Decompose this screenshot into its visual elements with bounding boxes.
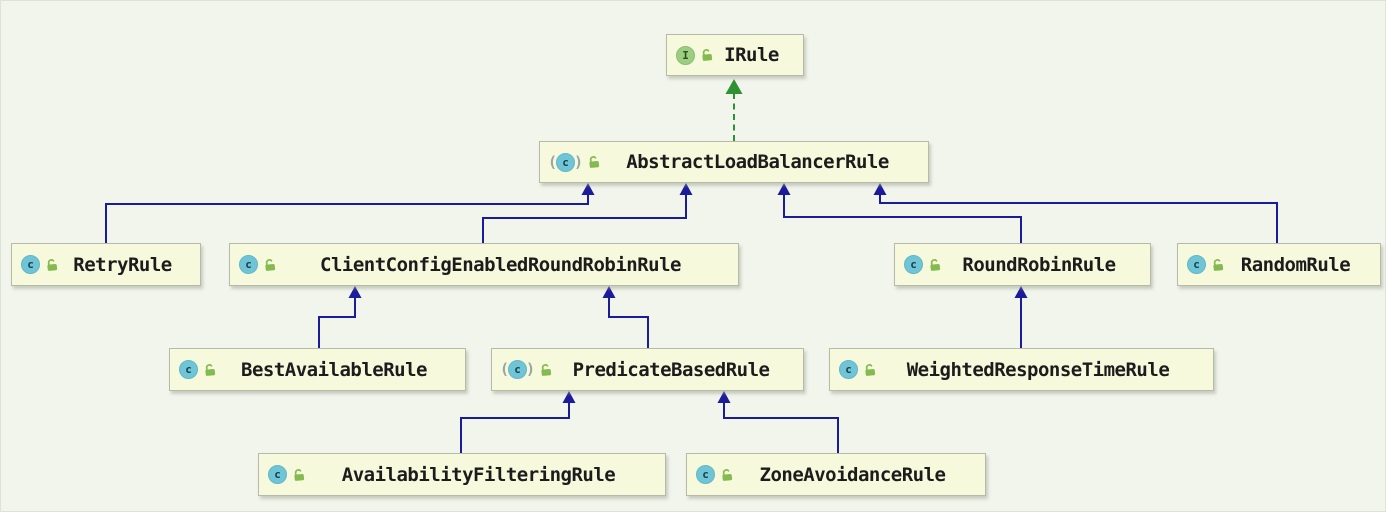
class-node-label: ClientConfigEnabledRoundRobinRule — [320, 253, 682, 276]
interface-icon-circle: I — [676, 45, 695, 65]
class-icon-circle: c — [696, 465, 715, 484]
class-node-label: IRule — [724, 44, 779, 66]
class-node-random-rule[interactable]: c RandomRule — [1177, 243, 1381, 286]
abstract-class-icon-circle: c — [508, 360, 528, 379]
abstract-paren-left: ( — [548, 152, 558, 171]
extends-arrowhead — [777, 183, 791, 195]
class-icon: c — [904, 255, 923, 274]
class-node-retry-rule[interactable]: c RetryRule — [11, 243, 201, 286]
extends-edge-random-rule — [873, 183, 1278, 243]
abstract-class-icon: (c) — [548, 152, 584, 172]
open-lock-icon — [719, 467, 734, 482]
class-node-round-robin-rule[interactable]: c RoundRobinRule — [894, 243, 1151, 286]
class-icon: c — [1187, 255, 1206, 274]
class-node-label: AbstractLoadBalancerRule — [626, 151, 889, 173]
class-icon-circle: c — [21, 255, 40, 274]
class-icon-circle: c — [268, 465, 287, 484]
class-icon: c — [179, 360, 198, 379]
class-node-label: PredicateBasedRule — [572, 358, 770, 381]
abstract-paren-right: ) — [526, 360, 536, 378]
open-lock-icon — [262, 257, 277, 272]
abstract-paren-left: ( — [500, 360, 510, 378]
extends-edge-round-robin-rule — [777, 183, 1022, 243]
class-node-best-available-rule[interactable]: c BestAvailableRule — [169, 348, 466, 391]
class-icon-circle: c — [179, 360, 198, 379]
class-icon: c — [239, 255, 258, 274]
class-node-predicate-based-rule[interactable]: (c) PredicateBasedRule — [491, 348, 804, 391]
abstract-class-icon-circle: c — [556, 152, 576, 172]
class-node-label: AvailabilityFilteringRule — [341, 463, 616, 486]
class-icon-circle: c — [239, 255, 258, 274]
extends-edge-best-available-rule — [318, 286, 362, 348]
open-lock-icon — [1210, 257, 1225, 272]
extends-arrowhead — [602, 286, 616, 298]
open-lock-icon — [699, 47, 714, 62]
interface-icon: I — [676, 45, 695, 65]
extends-arrowhead — [581, 183, 595, 195]
class-icon: c — [696, 465, 715, 484]
implements-edge-abstract-load-balancer-rule — [725, 79, 743, 141]
class-icon: c — [268, 465, 287, 484]
class-node-client-config-enabled-round-robin-rule[interactable]: c ClientConfigEnabledRoundRobinRule — [229, 243, 739, 286]
implements-arrowhead — [725, 79, 743, 94]
extends-edge-availability-filtering-rule — [460, 391, 576, 453]
class-node-weighted-response-time-rule[interactable]: c WeightedResponseTimeRule — [829, 348, 1214, 391]
class-node-irule[interactable]: I IRule — [666, 34, 804, 76]
class-icon: c — [839, 360, 858, 379]
open-lock-icon — [202, 362, 217, 377]
open-lock-icon — [291, 467, 306, 482]
extends-edge-predicate-based-rule — [602, 286, 649, 348]
class-icon-circle: c — [1187, 255, 1206, 274]
class-icon-circle: c — [839, 360, 858, 379]
class-node-label: ZoneAvoidanceRule — [759, 463, 946, 486]
extends-arrowhead — [873, 183, 887, 195]
abstract-paren-right: ) — [574, 152, 584, 171]
extends-edge-zone-avoidance-rule — [717, 391, 839, 453]
class-node-zone-avoidance-rule[interactable]: c ZoneAvoidanceRule — [686, 453, 986, 496]
extends-edge-client-config-enabled-round-robin-rule — [482, 183, 693, 243]
open-lock-icon — [927, 257, 942, 272]
extends-edge-weighted-response-time-rule — [1014, 286, 1028, 348]
extends-arrowhead — [1014, 286, 1028, 298]
open-lock-icon — [538, 362, 553, 377]
class-node-label: RetryRule — [73, 253, 172, 276]
class-icon: c — [21, 255, 40, 274]
extends-arrowhead — [679, 183, 693, 195]
extends-edge-retry-rule — [105, 183, 595, 243]
open-lock-icon — [586, 154, 601, 169]
open-lock-icon — [862, 362, 877, 377]
class-icon-circle: c — [904, 255, 923, 274]
class-node-label: RoundRobinRule — [962, 253, 1116, 276]
abstract-class-icon: (c) — [500, 360, 536, 379]
class-node-label: RandomRule — [1240, 253, 1351, 276]
open-lock-icon — [44, 257, 59, 272]
extends-arrowhead — [717, 391, 731, 403]
extends-arrowhead — [348, 286, 362, 298]
class-node-abstract-load-balancer-rule[interactable]: (c) AbstractLoadBalancerRule — [539, 141, 929, 183]
extends-arrowhead — [562, 391, 576, 403]
class-node-label: WeightedResponseTimeRule — [906, 358, 1170, 381]
class-node-availability-filtering-rule[interactable]: c AvailabilityFilteringRule — [258, 453, 666, 496]
class-node-label: BestAvailableRule — [241, 358, 427, 381]
